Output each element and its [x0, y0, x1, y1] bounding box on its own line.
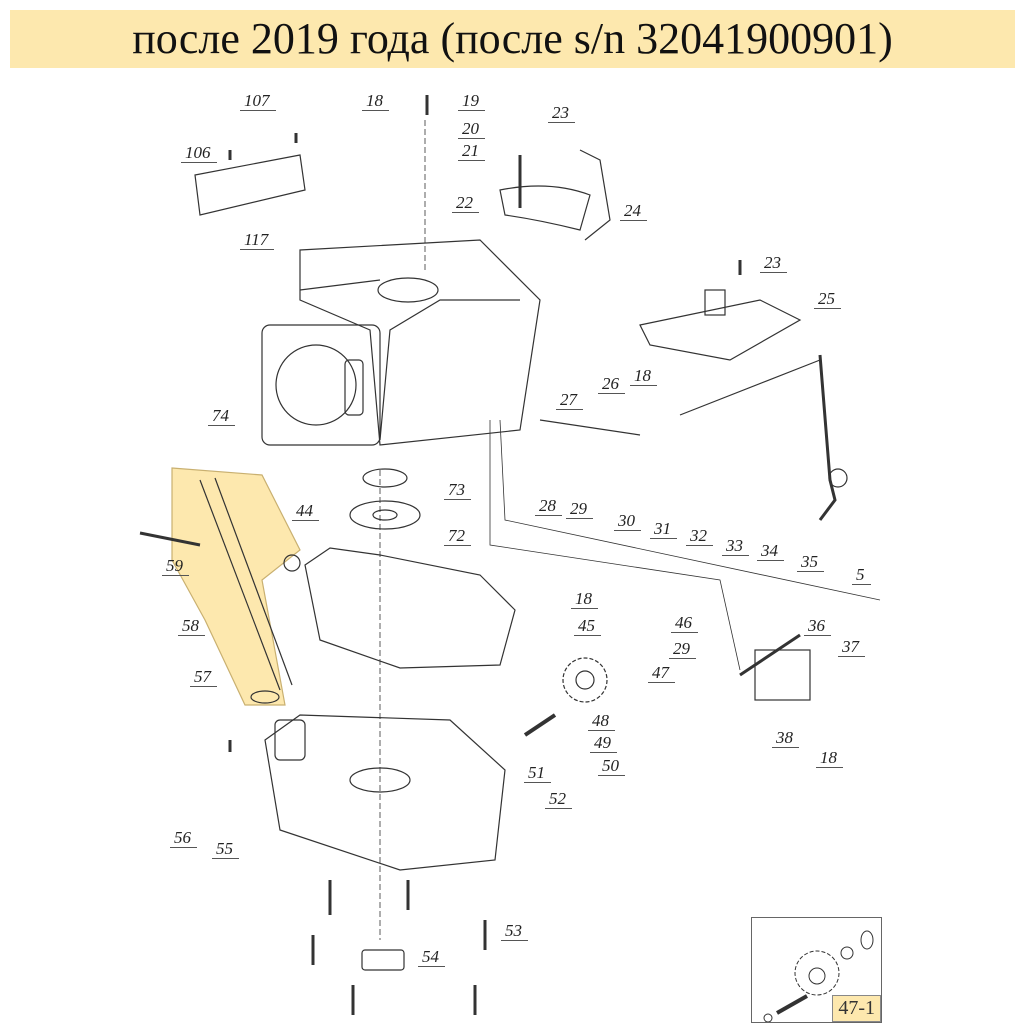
part-number-label: 107: [240, 92, 276, 111]
part-number-label: 53: [501, 922, 528, 941]
part-number-label: 33: [722, 537, 749, 556]
part-number-label: 52: [545, 790, 572, 809]
part-number-label: 54: [418, 948, 445, 967]
part-number-label: 19: [458, 92, 485, 111]
part-number-label: 27: [556, 391, 583, 410]
part-number-label: 18: [571, 590, 598, 609]
part-number-label: 74: [208, 407, 235, 426]
part-number-label: 18: [362, 92, 389, 111]
part-number-label: 5: [852, 566, 871, 585]
part-number-label: 23: [548, 104, 575, 123]
part-number-label: 46: [671, 614, 698, 633]
part-number-label: 30: [614, 512, 641, 531]
part-number-label: 48: [588, 712, 615, 731]
part-number-label: 23: [760, 254, 787, 273]
oil-filler-highlight: [171, 467, 301, 706]
part-number-label: 56: [170, 829, 197, 848]
part-number-label: 34: [757, 542, 784, 561]
gear-inset-drawing: [763, 930, 874, 1023]
part-number-label: 73: [444, 481, 471, 500]
part-number-label: 28: [535, 497, 562, 516]
part-number-label: 37: [838, 638, 865, 657]
part-number-label: 58: [178, 617, 205, 636]
part-number-label: 59: [162, 557, 189, 576]
shroud-24: [499, 185, 591, 231]
part-number-label: 31: [650, 520, 677, 539]
part-number-label: 72: [444, 527, 471, 546]
part-number-label: 22: [452, 194, 479, 213]
crankcase-cover: [264, 714, 506, 871]
part-number-label: 44: [292, 502, 319, 521]
part-number-label: 20: [458, 120, 485, 139]
part-number-label: 47: [648, 664, 675, 683]
inset-label: 47-1: [832, 995, 881, 1022]
part-number-label: 117: [240, 231, 275, 250]
part-number-label: 35: [797, 553, 824, 572]
breather-cover: [194, 154, 306, 216]
part-number-label: 32: [686, 527, 713, 546]
governor-bracket-25: [639, 289, 802, 361]
part-number-label: 29: [566, 500, 593, 519]
page-title: после 2019 года (после s/n 32041900901): [10, 10, 1015, 68]
inset-part-47-1: 47-1: [751, 917, 882, 1023]
arm-24: [579, 149, 611, 241]
part-number-label: 55: [212, 840, 239, 859]
part-number-label: 57: [190, 668, 217, 687]
part-number-label: 49: [590, 734, 617, 753]
part-number-label: 50: [598, 757, 625, 776]
part-number-label: 25: [814, 290, 841, 309]
governor-gear-47: [562, 657, 608, 703]
gasket-44: [304, 547, 516, 669]
part-number-label: 106: [181, 144, 217, 163]
governor-lever-36: [818, 354, 837, 521]
cylinder-block: [261, 239, 541, 446]
part-number-label: 21: [458, 142, 485, 161]
part-number-label: 38: [772, 729, 799, 748]
part-number-label: 51: [524, 764, 551, 783]
part-number-label: 24: [620, 202, 647, 221]
oil-filler-tube-58: [199, 477, 293, 704]
part-number-label: 36: [804, 617, 831, 636]
part-number-label: 18: [630, 367, 657, 386]
part-number-label: 29: [669, 640, 696, 659]
part-number-label: 45: [574, 617, 601, 636]
bolts-53: [228, 95, 742, 1015]
part-number-label: 26: [598, 375, 625, 394]
part-number-label: 18: [816, 749, 843, 768]
